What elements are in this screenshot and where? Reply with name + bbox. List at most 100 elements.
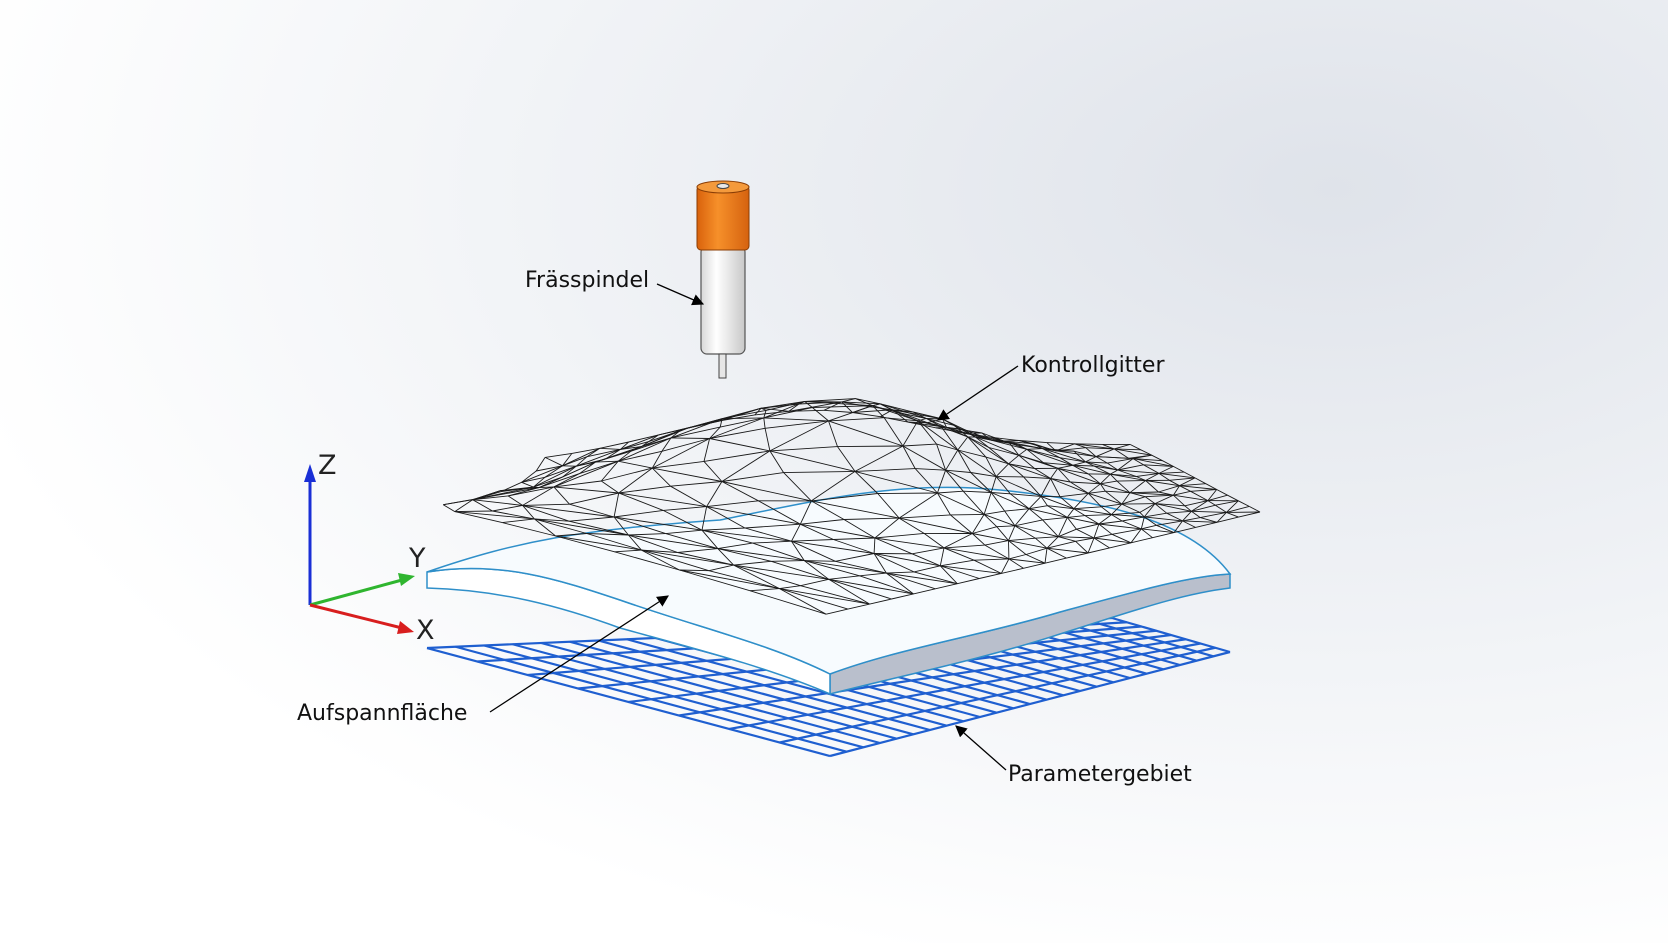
mesh-edge [1095,456,1108,464]
mesh-edge [454,510,493,513]
mesh-edge [1001,567,1024,574]
mesh-edge [1018,440,1047,444]
parameter-grid-line [779,646,1216,744]
mesh-edge [828,420,904,447]
mesh-edge [1194,477,1207,485]
mesh-edge [859,572,887,577]
mesh-edge [995,463,1009,477]
mesh-edge [1073,508,1086,516]
mesh-edge [1088,490,1106,494]
y-axis-arrow-icon [398,573,415,586]
mesh-edge [854,468,916,472]
mesh-edge [937,492,985,515]
mesh-edge [719,418,723,428]
mesh-edge [677,552,734,566]
mesh-edge [703,450,770,462]
mesh-edge [500,487,540,492]
mesh-edge [791,539,834,542]
mesh-edge [1191,500,1209,512]
mesh-edge [812,405,873,408]
mesh-edge [1088,473,1101,485]
mesh-edge [1059,457,1074,466]
mesh-edge [1057,464,1073,469]
mesh-edge [1042,516,1068,521]
mesh-edge [967,436,990,448]
mesh-edge [970,472,997,478]
mesh-edge [943,544,985,549]
mesh-edge [800,523,834,540]
leader-parameter-domain [955,725,1007,771]
mesh-edge [1156,520,1183,526]
mesh-edge [1057,517,1068,537]
mesh-edge [886,571,915,574]
x-axis-arrow-icon [397,621,414,634]
mesh-edge [957,449,997,477]
mesh-edge [703,438,711,462]
mesh-edge [1102,443,1115,450]
leader-clamping-surface [489,595,669,713]
mesh-edge [1122,516,1145,522]
mesh-edge [535,457,546,472]
mesh-edge [923,533,945,549]
spindle-top-hole [716,183,730,189]
mesh-edge [522,504,570,522]
axis-label-x: X [416,615,435,646]
mesh-edge [936,443,958,451]
mesh-edge [562,447,600,467]
mesh-edge [800,519,845,525]
mesh-edge [1087,492,1102,508]
mesh-edge [472,499,493,512]
mesh-edge [721,414,755,421]
mesh-edge [1182,520,1196,528]
mesh-edge [811,471,856,502]
mesh-edge [1070,481,1089,494]
mesh-edge [1066,552,1089,559]
mesh-edge [701,529,792,542]
mesh-edge [544,465,577,478]
mesh-edge [902,443,937,447]
mesh-edge [1169,479,1180,487]
mesh-edge [1136,472,1160,477]
mesh-edge [963,428,991,441]
mesh-edge [804,560,860,577]
mesh-edge [569,492,619,505]
mesh-edge [679,569,780,590]
mesh-edge [1046,442,1075,445]
mesh-edge [522,486,555,506]
mesh-edge [804,560,836,562]
mesh-edge [926,418,955,426]
mesh-edge [758,500,801,525]
mesh-edge [1116,480,1146,482]
mesh-edge [783,472,812,502]
mesh-edge [1047,505,1074,510]
mesh-edge [722,417,764,420]
mesh-edge [1004,510,1016,527]
mesh-edge [763,417,829,422]
mesh-edge [1087,547,1110,554]
mesh-edge [1144,512,1167,518]
leader-spindle [656,283,705,306]
mesh-edge [1191,510,1201,518]
mesh-edge [1073,508,1112,516]
mesh-edge [973,559,1002,574]
mesh-edge [763,410,767,419]
mesh-edge [1008,463,1051,479]
mesh-edge [979,572,1002,579]
mesh-edge [1058,528,1077,538]
mesh-edge [706,506,801,525]
mesh-edge [721,450,771,482]
mesh-edge [534,518,556,537]
mesh-edge [586,448,621,458]
mesh-edge [837,445,903,448]
mesh-edge [1076,528,1095,539]
mesh-edge [1058,536,1095,539]
spindle-body [700,245,746,355]
mesh-edge [988,447,1019,456]
mesh-edge [1158,472,1196,479]
mesh-edge [886,572,914,595]
mesh-edge [1066,508,1075,518]
mesh-edge [595,460,619,463]
mesh-edge [1026,448,1073,466]
mesh-edge [828,578,870,605]
mesh-edge [575,456,588,467]
